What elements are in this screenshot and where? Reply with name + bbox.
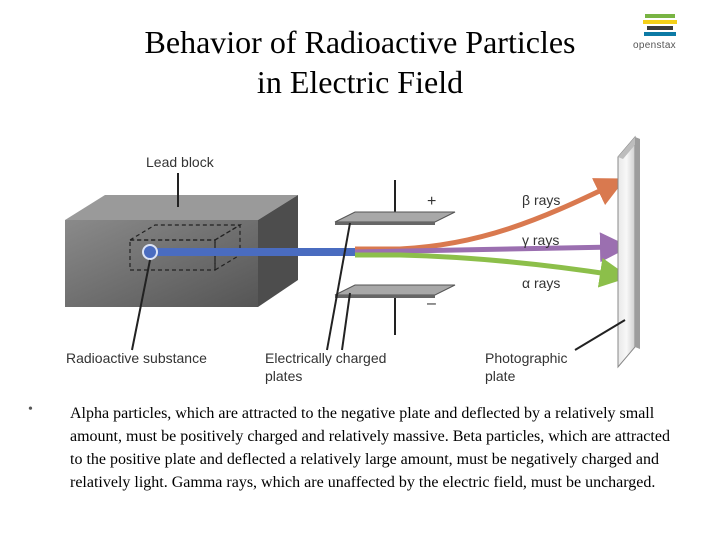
lead-block-label: Lead block (146, 154, 215, 170)
photographic-plate (617, 135, 640, 369)
openstax-logo-icon (643, 14, 677, 36)
openstax-logo: openstax (633, 12, 689, 56)
positive-plate-edge (335, 222, 435, 225)
plates-label-line2: plates (265, 368, 302, 384)
positive-plate (334, 180, 456, 225)
negative-sign: – (427, 295, 436, 312)
title-line-2: in Electric Field (256, 64, 464, 100)
photographic-plate-edge (635, 137, 640, 349)
lead-block-front (65, 220, 258, 307)
alpha-ray (355, 252, 630, 288)
bullet-text: Alpha particles, which are attracted to … (70, 405, 670, 491)
lead-block-top (65, 195, 298, 220)
plates-leader-1 (326, 222, 351, 351)
photo-plate-leader (574, 319, 626, 351)
photographic-plate-body (617, 135, 636, 369)
positive-plate-body (334, 211, 456, 223)
negative-plate (334, 284, 456, 335)
positive-sign: + (427, 193, 436, 210)
gamma-ray-label: γ rays (522, 232, 559, 248)
particle-beam (150, 248, 355, 256)
beta-ray (355, 178, 626, 252)
bullet-marker: • (28, 402, 33, 417)
radioactive-diagram: + – β rays γ rays α rays Lead block Radi… (65, 135, 640, 384)
photo-plate-label-line1: Photographic (485, 350, 568, 366)
photo-plate-label-line2: plate (485, 368, 516, 384)
radioactive-substance-label: Radioactive substance (66, 350, 207, 366)
photographic-plate-top (618, 137, 640, 159)
substance-leader (131, 259, 151, 351)
plates-label-line1: Electrically charged (265, 350, 386, 366)
radioactive-substance-dot (142, 244, 158, 260)
gamma-ray (354, 232, 630, 263)
negative-plate-body (334, 284, 456, 296)
logo-text: openstax (633, 40, 676, 51)
title-line-1: Behavior of Radioactive Particles (144, 24, 576, 60)
alpha-ray-label: α rays (522, 275, 560, 291)
beta-ray-label: β rays (522, 192, 560, 208)
negative-plate-edge (335, 295, 435, 298)
plates-leader-2 (341, 292, 351, 351)
lead-block (65, 195, 298, 307)
slide-title: Behavior of Radioactive Particles in Ele… (0, 22, 720, 102)
